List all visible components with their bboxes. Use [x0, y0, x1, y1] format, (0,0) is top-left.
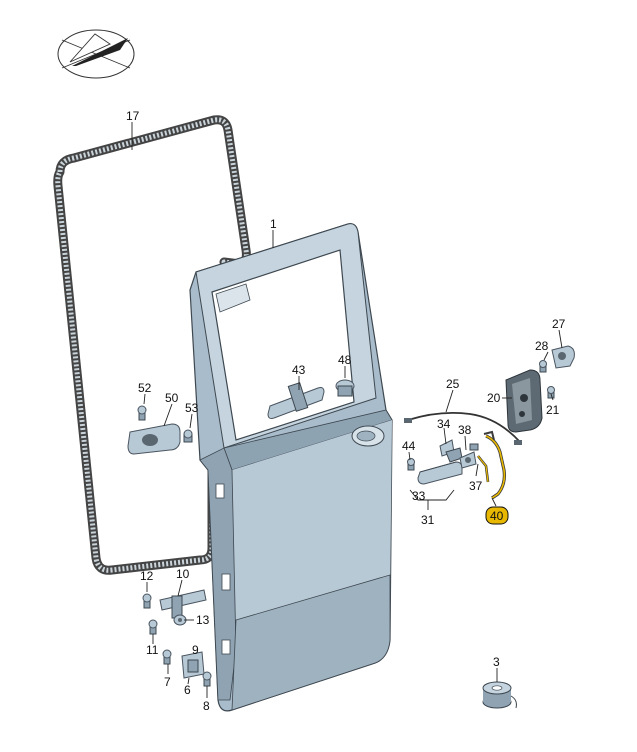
callout-50: 50 [165, 391, 179, 405]
sliding-door-panel [189, 223, 393, 712]
callout-17: 17 [126, 109, 140, 123]
callout-7: 7 [164, 675, 171, 689]
view-orientation-icon [57, 29, 135, 79]
callout-6: 6 [184, 683, 191, 697]
door-lock-assembly [505, 345, 575, 433]
callout-43: 43 [292, 363, 306, 377]
callout-44: 44 [402, 439, 416, 453]
callout-13: 13 [196, 613, 210, 627]
callout-33: 33 [412, 489, 426, 503]
callout-9: 9 [192, 643, 199, 657]
hinge-assembly [142, 589, 207, 635]
callout-28: 28 [535, 339, 549, 353]
adhesive-tape-roll [482, 681, 517, 709]
callout-10: 10 [176, 567, 190, 581]
callout-31: 31 [421, 513, 435, 527]
callout-8: 8 [203, 699, 210, 713]
callout-labels: 17 1 43 48 52 50 53 27 28 25 20 21 34 44… [126, 109, 566, 713]
rubber-plug [335, 379, 355, 397]
leader-lines [131, 122, 563, 698]
callout-48: 48 [338, 353, 352, 367]
callout-53: 53 [185, 401, 199, 415]
callout-34: 34 [437, 417, 451, 431]
callout-21: 21 [546, 403, 560, 417]
lower-guide-parts [162, 649, 212, 687]
callout-11: 11 [146, 643, 159, 657]
callout-3: 3 [493, 655, 500, 669]
callout-40: 40 [490, 509, 504, 523]
callout-25: 25 [446, 377, 460, 391]
callout-38: 38 [458, 423, 472, 437]
callout-1: 1 [270, 217, 277, 231]
callout-12: 12 [140, 569, 154, 583]
callout-37: 37 [469, 479, 483, 493]
callout-40-highlight: 40 [485, 506, 509, 525]
callout-27: 27 [552, 317, 566, 331]
callout-20: 20 [487, 391, 501, 405]
striker-assembly [127, 405, 193, 455]
operating-cable [404, 411, 522, 445]
interior-handle [267, 382, 325, 419]
callout-52: 52 [138, 381, 152, 395]
exterior-handle-parts [407, 439, 479, 485]
highlighted-part-connecting-rod [476, 430, 506, 500]
